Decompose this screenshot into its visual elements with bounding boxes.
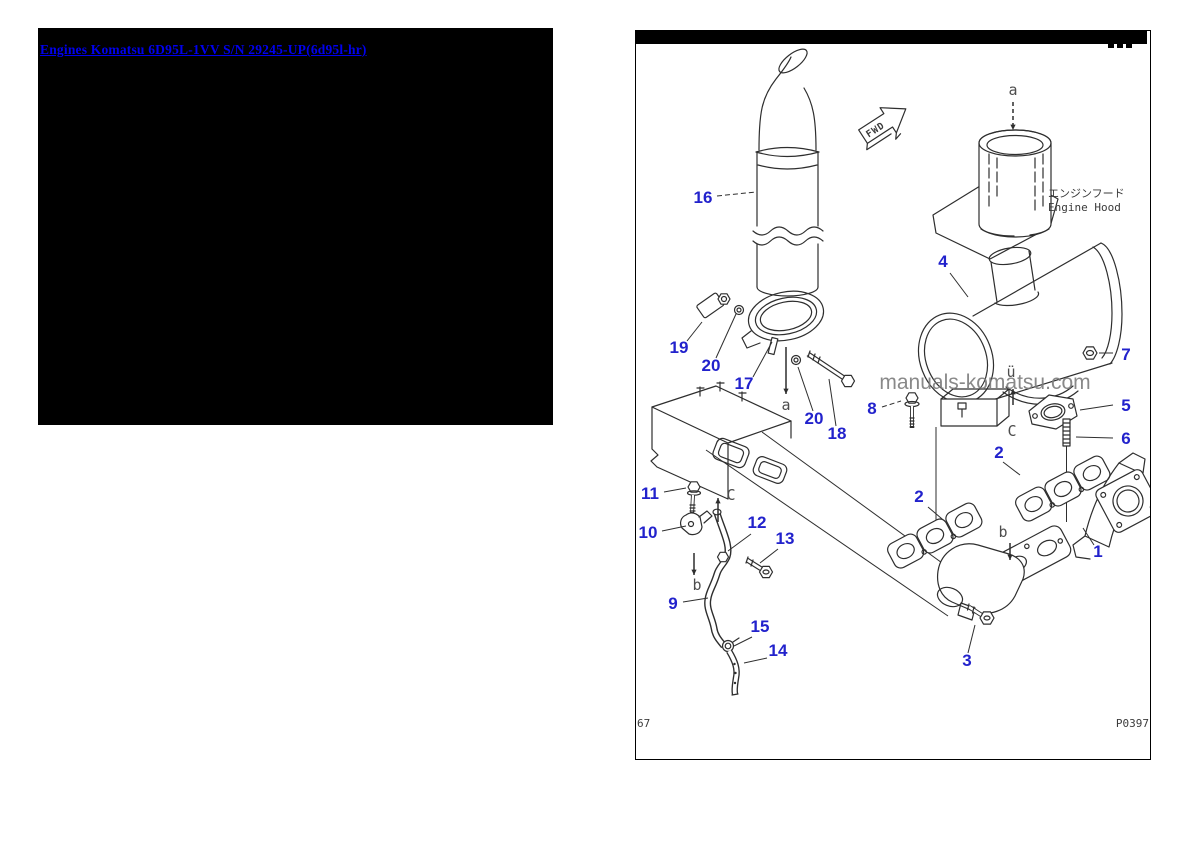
leader-line — [1082, 527, 1095, 546]
muffler-4-drawing — [917, 242, 1123, 427]
stud-6-drawing — [1062, 418, 1071, 522]
cylinder-head-drawing — [650, 381, 792, 500]
tail-pipe-16-drawing — [752, 48, 824, 297]
leader-line — [661, 525, 687, 532]
figure-code: P0397 — [1116, 717, 1149, 730]
section-arrowhead-icon — [783, 388, 789, 394]
leader-line — [828, 378, 837, 427]
leader-line — [716, 191, 757, 197]
section-letter-ü: ü — [1006, 363, 1015, 381]
section-letter-b: b — [692, 576, 701, 594]
exhaust-manifold-1-drawing — [1072, 452, 1150, 560]
section-letter-b: b — [998, 523, 1007, 541]
leader-line — [759, 548, 779, 564]
parts-diagram-panel: FWD — [635, 30, 1151, 760]
leader-line — [663, 487, 687, 493]
leader-line — [715, 313, 737, 359]
part-label-15: 15 — [751, 617, 770, 636]
part-label-9: 9 — [668, 594, 677, 613]
hardware-19-20-drawing — [696, 292, 745, 319]
part-label-10: 10 — [639, 523, 658, 542]
parts-catalog-link[interactable]: Engines Komatsu 6D95L-1VV S/N 29245-UP(6… — [40, 42, 367, 57]
engine-hood-label-en: Engine Hood — [1048, 201, 1121, 214]
part-label-14: 14 — [769, 641, 788, 660]
section-letter-a: a — [1008, 81, 1017, 99]
section-arrowhead-icon — [691, 569, 697, 575]
leader-line — [752, 341, 773, 378]
leader-line — [881, 400, 902, 408]
engine-hood-label-jp: エンジンフード — [1048, 187, 1125, 200]
exhaust-elbow-drawing — [936, 525, 1072, 621]
part-label-19: 19 — [670, 338, 689, 357]
engine-hood-drawing — [932, 129, 1059, 260]
bolt-18-drawing — [806, 350, 856, 388]
exhaust-gasket-2-left-drawing — [887, 502, 983, 569]
leader-line — [797, 366, 814, 412]
part-label-20: 20 — [702, 356, 721, 375]
pipe-9-assembly-drawing — [680, 481, 774, 696]
part-label-17: 17 — [735, 374, 754, 393]
clamp-17-drawing — [741, 290, 825, 366]
leader-line — [733, 636, 753, 647]
part-label-6: 6 — [1121, 429, 1130, 448]
part-label-16: 16 — [694, 188, 713, 207]
part-label-11: 11 — [641, 484, 659, 503]
leader-line — [1075, 436, 1114, 439]
section-arrowhead-icon — [715, 498, 721, 504]
link-panel: Engines Komatsu 6D95L-1VV S/N 29245-UP(6… — [38, 28, 553, 425]
part-label-1: 1 — [1093, 542, 1102, 561]
leader-line — [967, 624, 976, 654]
leader-line — [927, 506, 949, 525]
leader-line — [686, 321, 703, 342]
leader-line — [1079, 404, 1114, 411]
leader-line — [727, 533, 752, 552]
callout-leaders — [661, 102, 1114, 664]
fwd-arrow-icon: FWD — [858, 107, 907, 151]
part-label-2: 2 — [994, 443, 1003, 462]
section-letter-C: C — [726, 486, 735, 504]
section-arrowhead-icon — [1010, 389, 1016, 395]
section-arrowhead-icon — [1010, 124, 1016, 130]
leader-line — [949, 272, 969, 298]
part-label-13: 13 — [776, 529, 795, 548]
bolt-8-drawing — [904, 392, 920, 428]
section-letter-C: C — [1007, 422, 1016, 440]
part-label-5: 5 — [1121, 396, 1130, 415]
page-number: 67 — [637, 717, 650, 730]
part-label-7: 7 — [1121, 345, 1130, 364]
page-corner-marks — [1108, 44, 1132, 48]
parts-diagram-svg: FWD — [636, 31, 1150, 730]
watermark: manuals-komatsu.com — [879, 371, 1090, 394]
section-letter-a: a — [781, 396, 790, 414]
part-label-12: 12 — [748, 513, 767, 532]
diagram-header-bar — [636, 31, 1147, 44]
part-label-8: 8 — [867, 399, 876, 418]
callout-labels: 1619201720188475622111101213915143aaCbüC… — [639, 81, 1131, 670]
leader-line — [1002, 461, 1021, 476]
bolt-3-drawing — [966, 603, 995, 625]
part-label-20: 20 — [805, 409, 824, 428]
part-label-18: 18 — [828, 424, 847, 443]
exhaust-gasket-2-right-drawing — [1015, 455, 1111, 522]
part-label-4: 4 — [938, 252, 948, 271]
part-label-3: 3 — [962, 651, 971, 670]
part-label-2: 2 — [914, 487, 923, 506]
leader-line — [743, 657, 768, 664]
section-arrowhead-icon — [1007, 554, 1013, 560]
leader-line — [682, 597, 709, 603]
